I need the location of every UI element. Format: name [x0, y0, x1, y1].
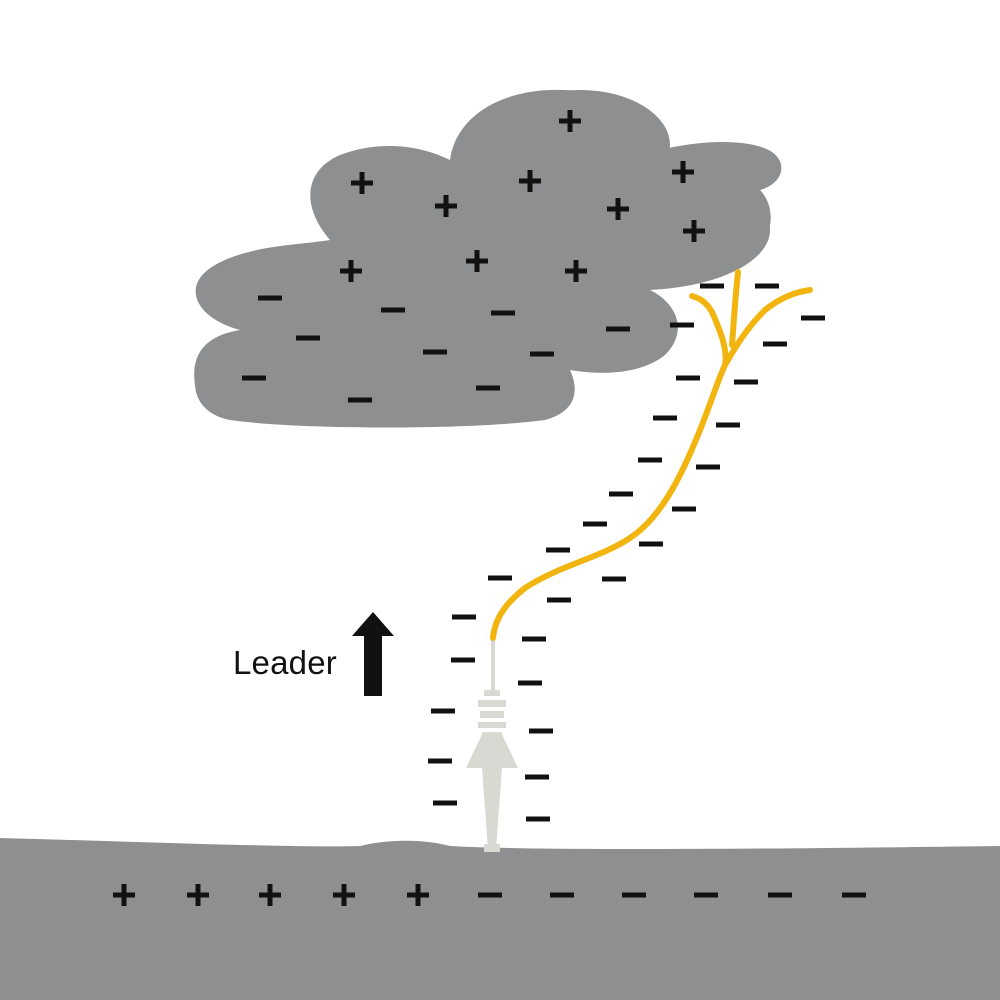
negative-charge	[694, 892, 718, 898]
negative-charge	[622, 892, 646, 898]
negative-charge	[763, 341, 787, 347]
negative-charge	[670, 322, 694, 328]
negative-charge	[547, 597, 571, 603]
positive-charge	[565, 260, 587, 282]
negative-charge	[381, 307, 405, 313]
negative-charge	[606, 326, 630, 332]
negative-charge	[258, 295, 282, 301]
negative-charge	[522, 636, 546, 642]
negative-charge	[639, 541, 663, 547]
negative-charge	[609, 491, 633, 497]
negative-charge	[525, 774, 549, 780]
negative-charge	[768, 892, 792, 898]
negative-charge	[530, 351, 554, 357]
negative-charge	[696, 464, 720, 470]
tv-tower	[466, 640, 518, 852]
positive-charge	[683, 220, 705, 242]
negative-charge	[583, 521, 607, 527]
negative-charge	[653, 415, 677, 421]
positive-charge	[259, 884, 281, 906]
negative-charge	[529, 728, 553, 734]
positive-charge	[407, 884, 429, 906]
negative-charge	[550, 892, 574, 898]
negative-charge	[451, 657, 475, 663]
leader-label: Leader	[233, 644, 337, 681]
negative-charge	[452, 614, 476, 620]
positive-charge	[559, 110, 581, 132]
negative-charge	[638, 457, 662, 463]
negative-charge	[676, 375, 700, 381]
negative-charge	[755, 283, 779, 289]
negative-charge	[526, 816, 550, 822]
negative-charge	[700, 283, 724, 289]
negative-charge	[242, 375, 266, 381]
up-arrow-icon	[352, 612, 394, 696]
negative-charge	[734, 379, 758, 385]
negative-charge	[716, 422, 740, 428]
negative-charge	[672, 506, 696, 512]
negative-charge	[488, 575, 512, 581]
lightning-leader	[490, 269, 813, 641]
negative-charge	[491, 310, 515, 316]
negative-charge	[433, 800, 457, 806]
charges	[113, 110, 866, 906]
negative-charge	[546, 547, 570, 553]
negative-charge	[476, 385, 500, 391]
negative-charge	[801, 315, 825, 321]
negative-charge	[428, 758, 452, 764]
positive-charge	[187, 884, 209, 906]
positive-charge	[672, 161, 694, 183]
negative-charge	[431, 708, 455, 714]
positive-charge	[466, 250, 488, 272]
positive-charge	[333, 884, 355, 906]
positive-charge	[340, 260, 362, 282]
negative-charge	[296, 335, 320, 341]
negative-charge	[348, 397, 372, 403]
negative-charge	[602, 576, 626, 582]
positive-charge	[519, 170, 541, 192]
negative-charge	[423, 349, 447, 355]
positive-charge	[351, 172, 373, 194]
ground	[0, 838, 1000, 1000]
negative-charge	[842, 892, 866, 898]
negative-charge	[478, 892, 502, 898]
positive-charge	[435, 195, 457, 217]
negative-charge	[518, 680, 542, 686]
positive-charge	[113, 884, 135, 906]
positive-charge	[607, 198, 629, 220]
